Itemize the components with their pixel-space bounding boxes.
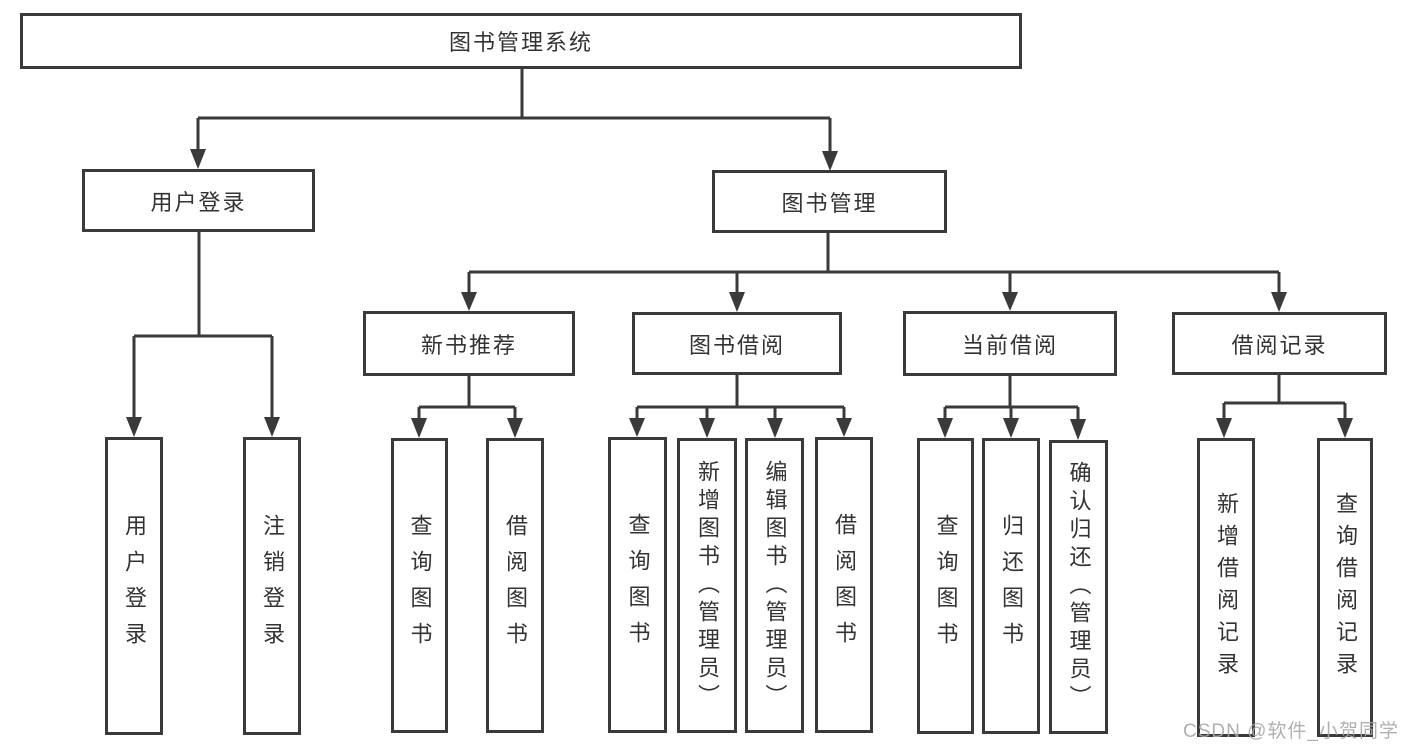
node-borrow-records: 借阅记录: [1172, 312, 1387, 375]
node-user-login: 用户登录: [82, 169, 315, 232]
node-book-borrow-label: 图书借阅: [688, 332, 785, 358]
node-current-borrow: 当前借阅: [903, 311, 1117, 376]
leaf-borrow-add-books-admin: 新增图书（管理员）: [677, 438, 737, 733]
arrowhead-to-bb-edit-books: [767, 418, 783, 438]
edges-book-borrow: [635, 375, 846, 419]
leaf-user-login-label: 用户登录: [122, 514, 147, 658]
leaf-records-query-record: 查询借阅记录: [1317, 438, 1373, 737]
arrowhead-to-book-management: [822, 151, 838, 171]
arrowhead-to-bb-add-books: [699, 418, 715, 438]
edges-root: [196, 68, 832, 151]
node-current-borrow-label: 当前借阅: [961, 332, 1058, 358]
edges-current-borrow: [943, 376, 1080, 419]
arrowhead-to-cb-query-books: [937, 418, 953, 438]
node-user-login-label: 用户登录: [150, 189, 247, 215]
arrowhead-to-book-borrow: [729, 292, 745, 312]
node-book-management-label: 图书管理: [781, 190, 878, 216]
watermark: CSDN @软件_小贺同学: [1183, 721, 1399, 742]
leaf-borrow-edit-books-admin: 编辑图书（管理员）: [745, 438, 804, 733]
leaf-borrow-borrow-books-label: 借阅图书: [832, 513, 857, 657]
arrowhead-to-rec-query-books: [411, 418, 427, 438]
leaf-current-confirm-return-admin: 确认归还（管理员）: [1049, 440, 1108, 734]
arrowhead-to-bb-borrow-books: [836, 418, 852, 437]
arrowhead-to-user-login: [190, 149, 206, 169]
arrowhead-to-cb-return-books: [1003, 418, 1019, 438]
arrowhead-to-leaf-user-login: [126, 417, 142, 437]
edges-book-management: [467, 233, 1281, 293]
node-root-label: 图书管理系统: [448, 30, 593, 55]
arrowhead-to-current-borrow: [1002, 292, 1018, 311]
node-borrow-records-label: 借阅记录: [1231, 332, 1328, 358]
leaf-logout-label: 注销登录: [260, 514, 285, 658]
leaf-borrow-edit-books-admin-label: 编辑图书（管理员）: [762, 459, 788, 712]
leaf-current-query-books-label: 查询图书: [933, 514, 959, 658]
arrowhead-to-rec-borrow-books: [507, 418, 523, 438]
leaf-logout: 注销登录: [243, 437, 301, 735]
edges-new-book-recommend: [417, 376, 517, 419]
leaf-current-confirm-return-admin-label: 确认归还（管理员）: [1066, 461, 1092, 713]
edges-borrow-records: [1222, 375, 1347, 419]
arrowhead-to-cb-confirm-return: [1070, 419, 1086, 440]
arrowhead-to-br-add-record: [1216, 418, 1232, 438]
leaf-borrow-query-books-label: 查询图书: [625, 513, 651, 657]
node-new-book-recommend-label: 新书推荐: [420, 332, 517, 358]
node-new-book-recommend: 新书推荐: [363, 311, 575, 376]
leaf-recommend-query-books: 查询图书: [391, 438, 448, 733]
leaf-recommend-query-books-label: 查询图书: [407, 513, 433, 658]
leaf-current-query-books: 查询图书: [917, 438, 974, 734]
arrowhead-to-borrow-records: [1271, 292, 1287, 312]
leaf-borrow-query-books: 查询图书: [608, 437, 667, 733]
arrowhead-to-new-book-recommend: [461, 292, 477, 311]
node-book-borrow: 图书借阅: [632, 312, 842, 375]
arrowhead-to-br-query-record: [1337, 418, 1353, 438]
leaf-borrow-add-books-admin-label: 新增图书（管理员）: [695, 459, 720, 712]
leaf-borrow-borrow-books: 借阅图书: [815, 437, 873, 733]
edges-user-login: [132, 232, 274, 418]
arrowhead-to-bb-query-books: [629, 418, 645, 437]
leaf-user-login: 用户登录: [105, 437, 163, 735]
leaf-current-return-books-label: 归还图书: [999, 514, 1024, 658]
leaf-records-add-record-label: 新增借阅记录: [1214, 491, 1239, 684]
node-root: 图书管理系统: [20, 13, 1022, 69]
leaf-recommend-borrow-books: 借阅图书: [486, 438, 544, 733]
leaf-current-return-books: 归还图书: [982, 438, 1040, 734]
leaf-recommend-borrow-books-label: 借阅图书: [503, 513, 528, 658]
leaf-records-query-record-label: 查询借阅记录: [1333, 491, 1358, 684]
node-book-management: 图书管理: [712, 170, 947, 233]
leaf-records-add-record: 新增借阅记录: [1197, 438, 1255, 737]
arrowhead-to-leaf-logout: [264, 417, 280, 437]
